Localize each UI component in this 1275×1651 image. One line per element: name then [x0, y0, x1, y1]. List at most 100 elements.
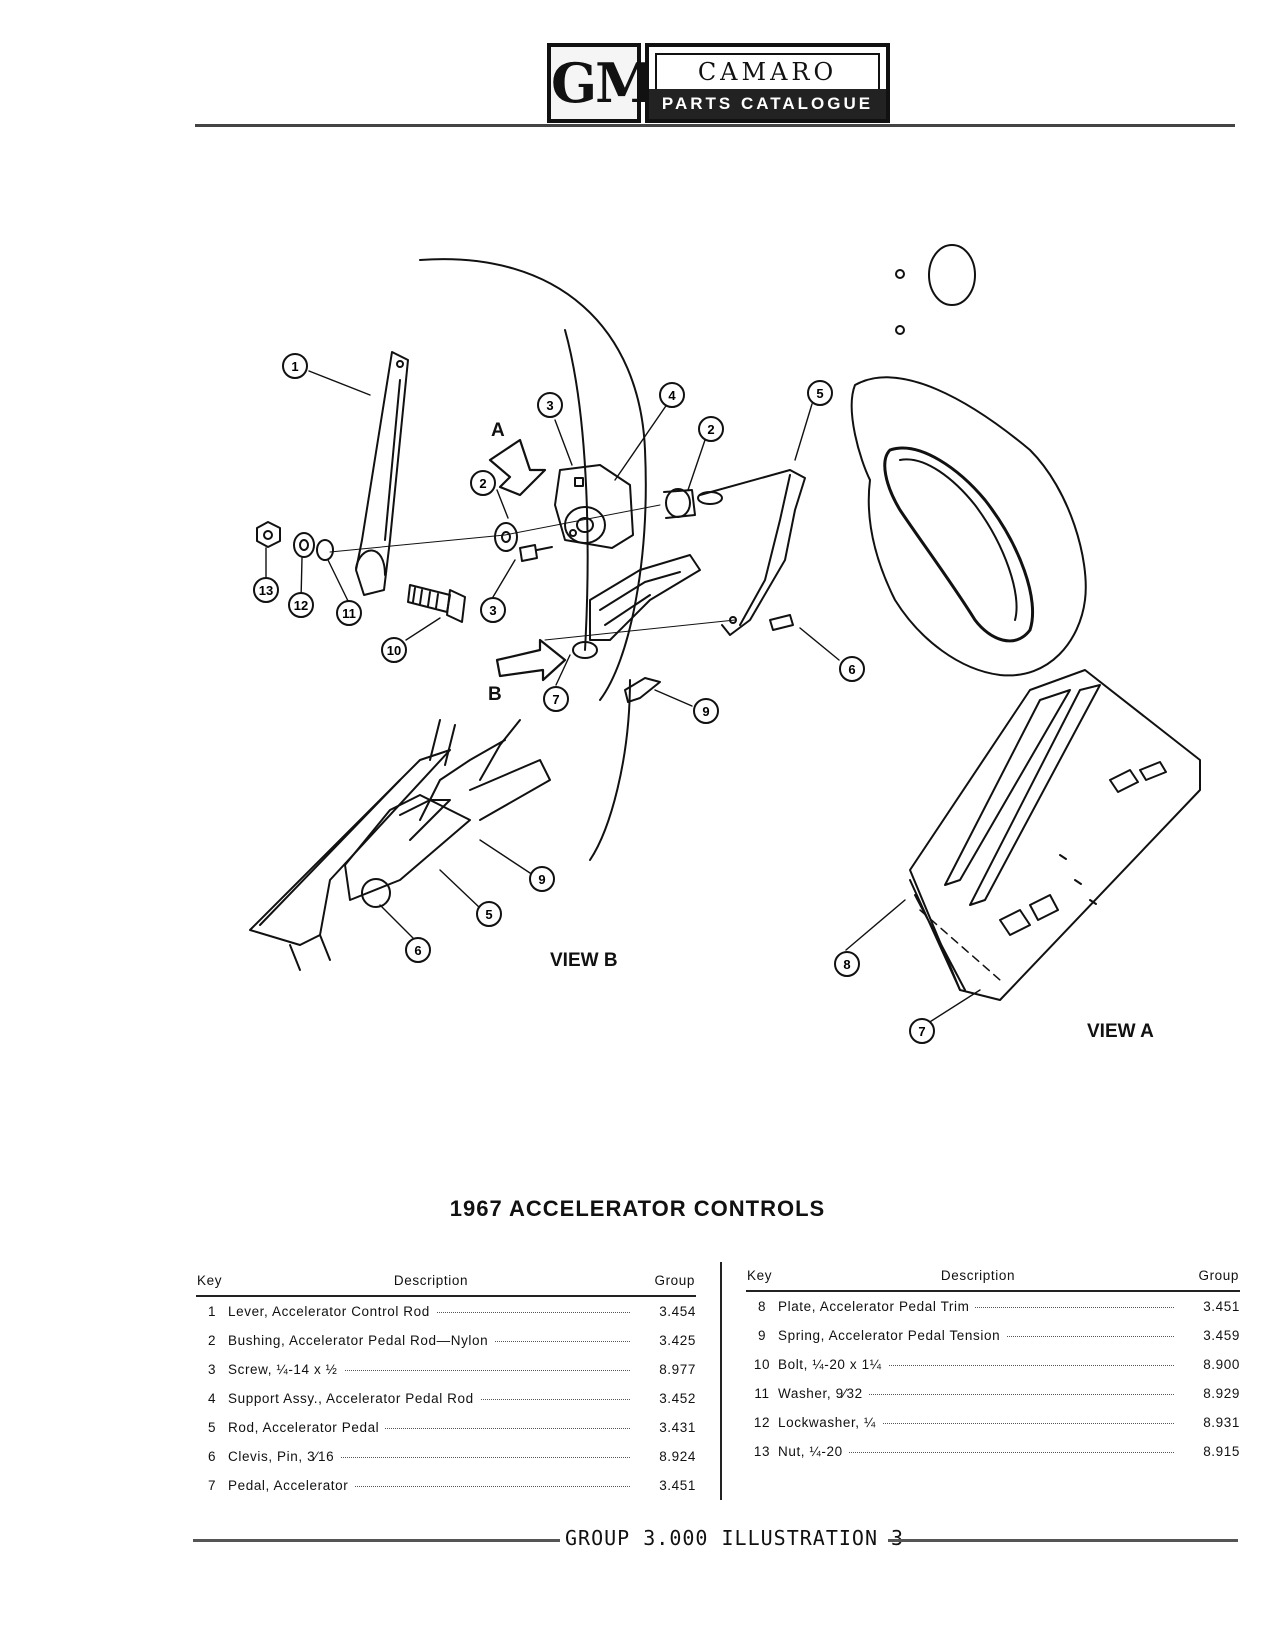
part-key: 7 [207, 1478, 217, 1493]
part-description: Bolt, ¼-20 x 1¼ [778, 1357, 888, 1372]
footer-rule-left [193, 1539, 560, 1542]
table-row: 3 Screw, ¼-14 x ½ 8.977 [196, 1355, 696, 1384]
part-description-cell: Bolt, ¼-20 x 1¼ [778, 1350, 1178, 1379]
header-rule [195, 124, 1235, 127]
part-key: 11 [754, 1386, 770, 1401]
screw-left-shape [519, 544, 553, 562]
footer-rule-right [888, 1539, 1238, 1542]
callout-4: 4 [659, 382, 685, 408]
part-key: 4 [207, 1391, 217, 1406]
arrow-a [488, 438, 547, 497]
svg-text:9: 9 [702, 704, 709, 719]
part-description: Spring, Accelerator Pedal Tension [778, 1328, 1007, 1343]
col-group: Group [634, 1265, 696, 1297]
part-description: Lockwasher, ¼ [778, 1415, 882, 1430]
bushing-left-shape [494, 522, 518, 552]
col-description: Description [778, 1260, 1178, 1292]
col-group: Group [1178, 1260, 1240, 1292]
callout-7: 7 [909, 1018, 935, 1044]
parts-illustration [249, 244, 1201, 1026]
support-assy-shape [554, 464, 634, 549]
part-group: 8.977 [659, 1362, 696, 1377]
svg-text:13: 13 [259, 583, 273, 598]
view-a-label: VIEW A [1087, 1021, 1154, 1042]
callout-9: 9 [529, 866, 555, 892]
view-b-label: VIEW B [550, 950, 618, 971]
svg-text:5: 5 [485, 907, 492, 922]
dot-leader [778, 1306, 1174, 1308]
col-description: Description [228, 1265, 634, 1297]
part-description-cell: Clevis, Pin, 3⁄16 [228, 1442, 634, 1471]
part-description: Clevis, Pin, 3⁄16 [228, 1449, 341, 1464]
callout-12: 12 [288, 592, 314, 618]
callout-7: 7 [543, 686, 569, 712]
callout-11: 11 [336, 600, 362, 626]
part-key: 10 [753, 1357, 771, 1372]
lockwasher-shape [293, 532, 315, 558]
svg-text:6: 6 [848, 662, 855, 677]
callout-1: 1 [282, 353, 308, 379]
part-group: 3.452 [659, 1391, 696, 1406]
dot-leader [778, 1364, 1174, 1366]
svg-text:10: 10 [387, 643, 401, 658]
page-footer: GROUP 3.000 ILLUSTRATION 3 [565, 1526, 905, 1550]
page-heading: 1967 ACCELERATOR CONTROLS [449, 1196, 826, 1221]
dot-leader [228, 1369, 630, 1371]
part-key: 5 [207, 1420, 217, 1435]
part-group: 8.915 [1203, 1444, 1240, 1459]
part-description: Plate, Accelerator Pedal Trim [778, 1299, 976, 1314]
part-description: Pedal, Accelerator [228, 1478, 355, 1493]
part-key: 3 [207, 1362, 217, 1377]
callout-2: 2 [470, 470, 496, 496]
part-description-cell: Nut, ¼-20 [778, 1437, 1178, 1466]
svg-text:2: 2 [479, 476, 486, 491]
part-description-cell: Bushing, Accelerator Pedal Rod—Nylon [228, 1326, 634, 1355]
plug-circle [928, 244, 976, 306]
part-description: Screw, ¼-14 x ½ [228, 1362, 344, 1377]
callout-10: 10 [381, 637, 407, 663]
callout-6: 6 [839, 656, 865, 682]
callout-6: 6 [405, 937, 431, 963]
arrow-b-label: B [488, 684, 502, 705]
trim-plate-shape [909, 669, 1201, 1001]
table-header-row: Key Description Group [196, 1265, 696, 1297]
catalogue-title-box: CAMARO PARTS CATALOGUE [645, 43, 890, 123]
svg-text:6: 6 [414, 943, 421, 958]
callout-13: 13 [253, 577, 279, 603]
floor-lower-line [589, 679, 631, 861]
part-group: 8.900 [1203, 1357, 1240, 1372]
part-description-cell: Washer, 9⁄32 [778, 1379, 1178, 1408]
washer-shape [316, 539, 334, 561]
bolt-shape [407, 584, 466, 623]
callout-2: 2 [698, 416, 724, 442]
dot-leader [778, 1393, 1174, 1395]
part-group: 8.931 [1203, 1415, 1240, 1430]
part-description-cell: Lockwasher, ¼ [778, 1408, 1178, 1437]
part-description-cell: Plate, Accelerator Pedal Trim [778, 1291, 1178, 1321]
callout-3: 3 [480, 597, 506, 623]
col-key: Key [196, 1265, 228, 1297]
leader-lines [265, 370, 981, 1026]
floor-fold-line [564, 329, 589, 651]
table-divider [720, 1262, 722, 1500]
table-row: 4 Support Assy., Accelerator Pedal Rod 3.4… [196, 1384, 696, 1413]
callout-5: 5 [807, 380, 833, 406]
dot-leader [778, 1422, 1174, 1424]
part-description: Support Assy., Accelerator Pedal Rod [228, 1391, 480, 1406]
svg-text:4: 4 [668, 388, 676, 403]
part-group: 3.459 [1203, 1328, 1240, 1343]
part-key: 2 [207, 1333, 217, 1348]
arrow-a-label: A [491, 420, 505, 441]
svg-text:12: 12 [294, 598, 308, 613]
part-group: 8.929 [1203, 1386, 1240, 1401]
part-description-cell: Screw, ¼-14 x ½ [228, 1355, 634, 1384]
